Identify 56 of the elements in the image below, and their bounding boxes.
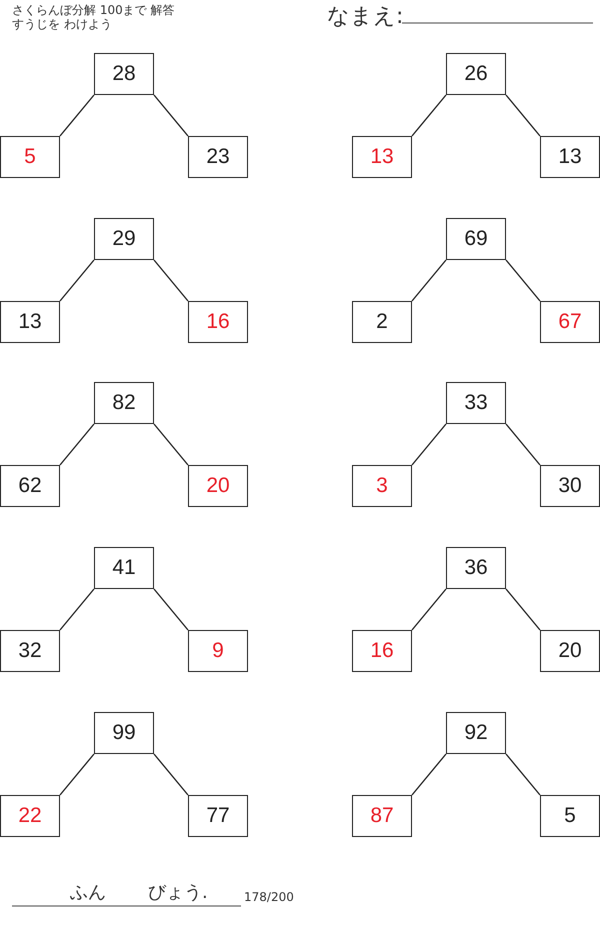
number-box: 13: [0, 301, 60, 343]
branch-line: [506, 94, 540, 136]
number-box: 87: [352, 795, 412, 837]
subtitle: すうじを わけよう: [12, 16, 112, 33]
branch-line: [506, 424, 540, 466]
number-box: 5: [540, 795, 600, 837]
number-box: 69: [446, 218, 506, 260]
branch-line: [506, 588, 540, 630]
number-box: 26: [446, 53, 506, 95]
number-box: 33: [446, 382, 506, 424]
number-box: 62: [0, 465, 60, 507]
branch-line: [60, 260, 94, 302]
number-box: 2: [352, 301, 412, 343]
branch-line: [60, 588, 94, 630]
number-box: 32: [0, 630, 60, 672]
number-box: 77: [188, 795, 248, 837]
number-box: 3: [352, 465, 412, 507]
branch-line: [412, 260, 446, 302]
branch-line: [154, 94, 188, 136]
number-box: 16: [188, 301, 248, 343]
branch-line: [154, 424, 188, 466]
number-box: 23: [188, 136, 248, 178]
score-label: 178/200: [244, 890, 294, 904]
seconds-label: びょう.: [148, 881, 208, 904]
number-box: 82: [94, 382, 154, 424]
branch-line: [412, 94, 446, 136]
branch-line: [60, 424, 94, 466]
number-box: 29: [94, 218, 154, 260]
branch-line: [412, 754, 446, 796]
branch-line: [506, 754, 540, 796]
name-label: なまえ:: [327, 3, 404, 31]
number-box: 92: [446, 712, 506, 754]
number-box: 22: [0, 795, 60, 837]
number-box: 99: [94, 712, 154, 754]
number-box: 20: [540, 630, 600, 672]
number-box: 5: [0, 136, 60, 178]
number-box: 13: [352, 136, 412, 178]
branch-line: [412, 424, 446, 466]
branch-line: [412, 588, 446, 630]
minutes-label: ふん: [70, 881, 106, 904]
number-box: 13: [540, 136, 600, 178]
number-box: 28: [94, 53, 154, 95]
number-box: 67: [540, 301, 600, 343]
branch-line: [506, 260, 540, 302]
number-box: 41: [94, 547, 154, 589]
number-box: 20: [188, 465, 248, 507]
number-box: 30: [540, 465, 600, 507]
worksheet-title: さくらんぼ分解 100まで 解答: [12, 2, 175, 18]
branch-line: [60, 754, 94, 796]
number-box: 36: [446, 547, 506, 589]
number-box: 9: [188, 630, 248, 672]
branch-line: [154, 588, 188, 630]
branch-line: [154, 754, 188, 796]
branch-line: [60, 94, 94, 136]
number-box: 16: [352, 630, 412, 672]
branch-line: [154, 260, 188, 302]
